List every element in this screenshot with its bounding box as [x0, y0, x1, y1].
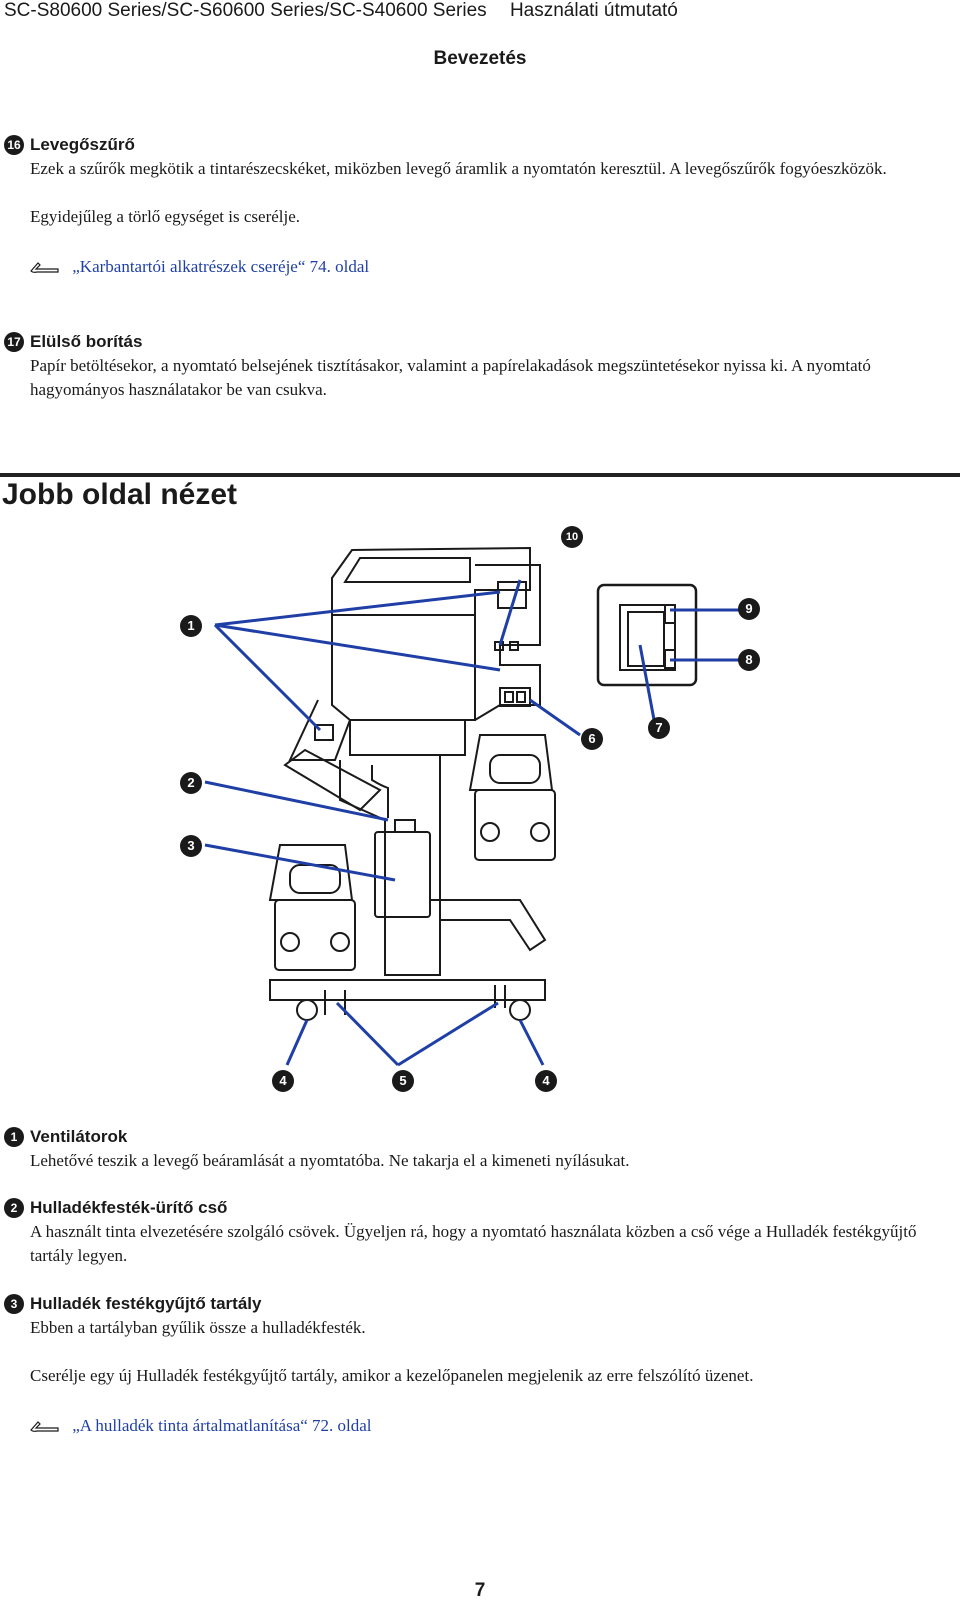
section-title: Bevezetés: [433, 48, 527, 69]
item-number-badge: 3: [4, 1294, 24, 1314]
item-title: Hulladékfesték-ürítő cső: [30, 1198, 228, 1217]
item-number-badge: 17: [4, 332, 24, 352]
callout-5: 5: [392, 1070, 414, 1092]
document-title: Használati útmutató: [509, 0, 678, 21]
reference-line: „Karbantartói alkatrészek cseréje“ 74. o…: [30, 255, 954, 279]
item-text: Cserélje egy új Hulladék festékgyűjtő ta…: [30, 1366, 754, 1385]
item-title: Levegőszűrő: [30, 135, 135, 154]
list-item-fans: 1 Ventilátorok Lehetővé teszik a levegő …: [4, 1125, 954, 1173]
callout-7: 7: [648, 717, 670, 739]
heading-rule: [0, 473, 960, 477]
list-item-air-filter: 16 Levegőszűrő Ezek a szűrők megkötik a …: [4, 133, 954, 279]
item-text: Papír betöltésekor, a nyomtató belsejéne…: [30, 356, 871, 399]
section-heading: Jobb oldal nézet: [2, 478, 238, 511]
item-title: Hulladék festékgyűjtő tartály: [30, 1294, 262, 1313]
item-text: Ebben a tartályban gyűlik össze a hullad…: [30, 1318, 366, 1337]
reference-link[interactable]: „A hulladék tinta ártalmatlanítása“ 72. …: [72, 1416, 372, 1435]
callout-10: 10: [561, 526, 583, 548]
pointing-hand-icon: [30, 262, 59, 274]
list-item-waste-ink-bottle: 3 Hulladék festékgyűjtő tartály Ebben a …: [4, 1292, 954, 1438]
item-text: Egyidejűleg a törlő egységet is cserélje…: [30, 207, 301, 226]
item-title: Ventilátorok: [30, 1127, 128, 1146]
item-text: A használt tinta elvezetésére szolgáló c…: [30, 1222, 917, 1265]
reference-line: „A hulladék tinta ártalmatlanítása“ 72. …: [30, 1414, 954, 1438]
item-number-badge: 1: [4, 1127, 24, 1147]
callout-1: 1: [180, 615, 202, 637]
callout-3: 3: [180, 835, 202, 857]
printer-illustration: [204, 546, 740, 1067]
callout-8: 8: [738, 649, 760, 671]
callout-4-left: 4: [272, 1070, 294, 1092]
callout-2: 2: [180, 772, 202, 794]
list-item-waste-tube: 2 Hulladékfesték-ürítő cső A használt ti…: [4, 1196, 954, 1268]
callout-4-right: 4: [535, 1070, 557, 1092]
item-text: Lehetővé teszik a levegő beáramlását a n…: [30, 1151, 630, 1170]
item-number-badge: 16: [4, 135, 24, 155]
pointing-hand-icon: [30, 1421, 59, 1433]
reference-link[interactable]: „Karbantartói alkatrészek cseréje“ 74. o…: [72, 257, 370, 276]
item-text: Ezek a szűrők megkötik a tintarészecskék…: [30, 159, 887, 178]
item-title: Elülső borítás: [30, 332, 143, 351]
page-number: 7: [474, 1580, 486, 1601]
printer-right-side-diagram: 1 2 3 4 5 4 6 7 8 9 10: [0, 520, 960, 1125]
callout-6: 6: [581, 728, 603, 750]
list-item-front-cover: 17 Elülső borítás Papír betöltésekor, a …: [4, 330, 954, 402]
series-title: SC-S80600 Series/SC-S60600 Series/SC-S40…: [4, 0, 487, 21]
callout-9: 9: [738, 598, 760, 620]
running-header: SC-S80600 Series/SC-S60600 Series/SC-S40…: [4, 0, 696, 22]
item-number-badge: 2: [4, 1198, 24, 1218]
